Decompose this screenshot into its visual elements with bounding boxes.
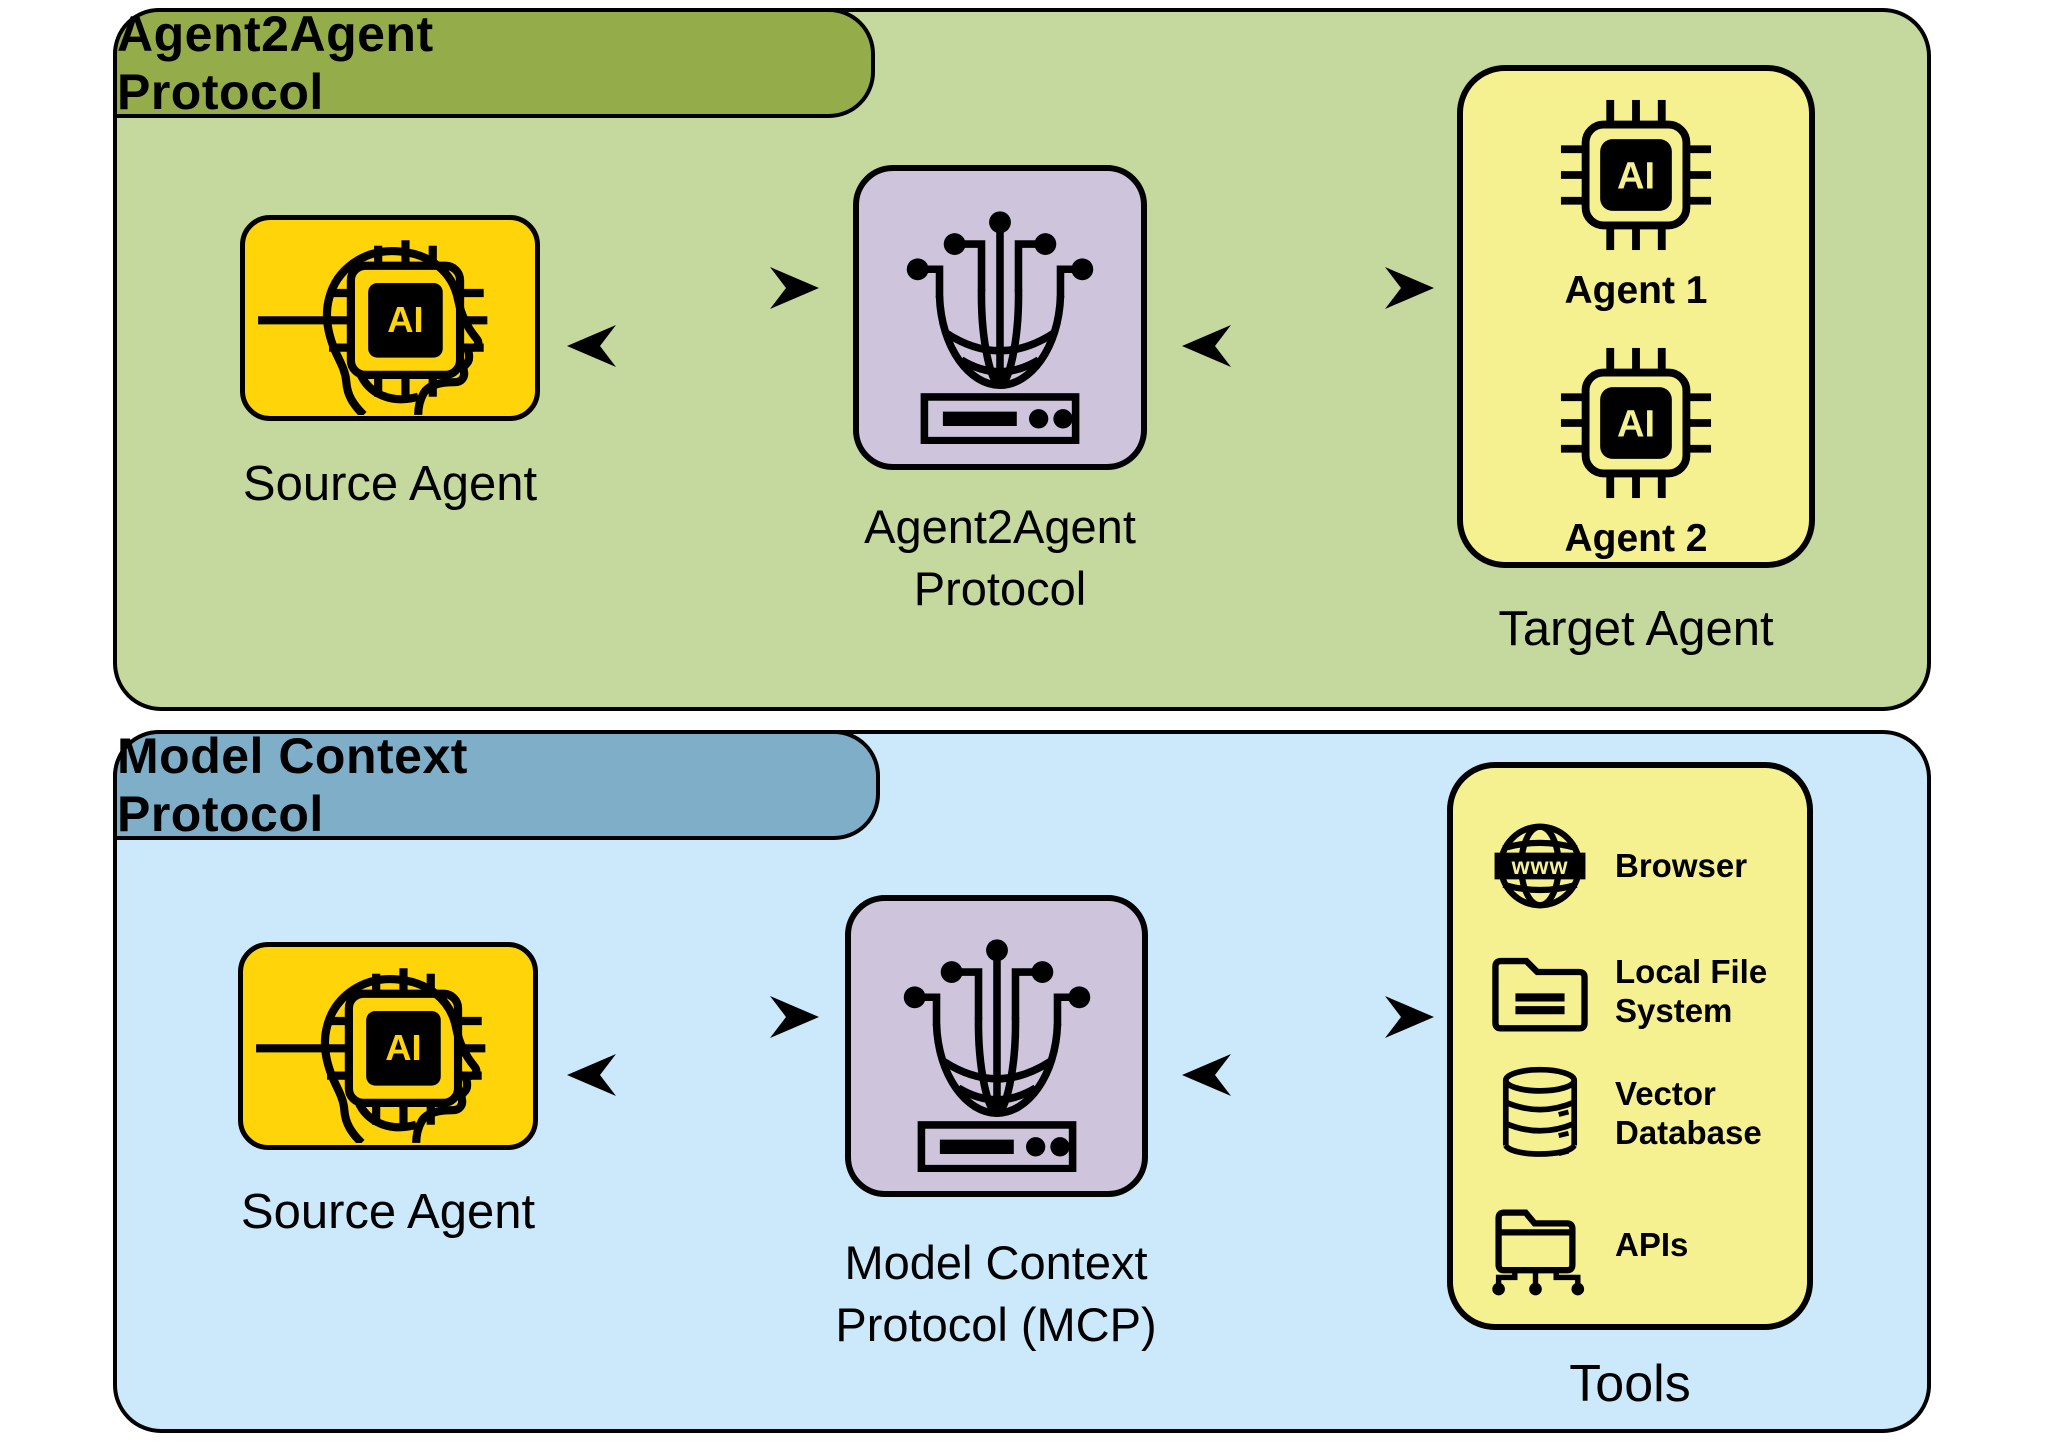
network-hub-icon	[871, 920, 1123, 1172]
bidirectional-arrows-mcp-to-tools	[1182, 996, 1434, 1096]
tool-row-apis: APIs	[1481, 1180, 1791, 1310]
tool-label-local-file-system: Local File System	[1615, 953, 1768, 1029]
bidirectional-arrows-source-to-a2a	[567, 267, 819, 367]
tool-row-browser: www Browser	[1481, 816, 1791, 916]
a2a-tab: Agent2Agent Protocol	[113, 6, 875, 120]
ai-chip-icon: AI	[1552, 91, 1720, 259]
mcp-protocol-box	[845, 895, 1148, 1197]
ai-chip-label: AI	[1617, 155, 1655, 197]
a2a-source-agent-label: Source Agent	[242, 457, 538, 511]
globe-www-icon: www	[1481, 817, 1599, 915]
target-agent-box: AI Agent 1 AI Agent 2	[1457, 65, 1815, 568]
bidirectional-arrows-a2a-to-target	[1182, 267, 1434, 367]
agent-1-label: Agent 1	[1564, 269, 1708, 312]
tool-row-local-file-system: Local File System	[1481, 936, 1791, 1048]
a2a-protocol-label: Agent2Agent Protocol	[810, 496, 1190, 620]
tool-label-browser: Browser	[1615, 846, 1748, 884]
mcp-protocol-label-line2: Protocol (MCP)	[835, 1298, 1157, 1351]
mcp-protocol-label: Model Context Protocol (MCP)	[786, 1232, 1206, 1356]
database-icon	[1481, 1064, 1599, 1165]
a2a-source-agent-box: AI	[240, 215, 540, 421]
tools-label: Tools	[1569, 1355, 1691, 1413]
mcp-tab-title: Model Context Protocol	[117, 728, 468, 842]
mcp-protocol-label-line1: Model Context	[844, 1236, 1148, 1289]
head-chip-icon: AI	[249, 222, 531, 415]
a2a-protocol-box	[853, 165, 1147, 470]
head-chip-icon: AI	[247, 950, 529, 1143]
folder-icon	[1481, 950, 1599, 1034]
bidirectional-arrows-source-to-mcp	[567, 996, 819, 1096]
ai-chip-label: AI	[387, 299, 423, 340]
globe-banner-label: www	[1511, 853, 1569, 879]
ai-chip-label: AI	[1617, 403, 1655, 445]
a2a-protocol-label-line2: Protocol	[913, 562, 1087, 615]
mcp-tab: Model Context Protocol	[113, 728, 880, 842]
mcp-source-agent-label: Source Agent	[240, 1185, 536, 1239]
api-network-icon	[1481, 1191, 1599, 1299]
mcp-source-agent-box: AI	[238, 942, 538, 1150]
agent-2-label: Agent 2	[1564, 517, 1708, 560]
a2a-tab-title: Agent2Agent Protocol	[117, 6, 434, 120]
tool-label-apis: APIs	[1615, 1225, 1689, 1263]
tool-row-vector-database: Vector Database	[1481, 1054, 1791, 1174]
a2a-protocol-label-line1: Agent2Agent	[864, 500, 1136, 553]
ai-chip-icon: AI	[1552, 339, 1720, 507]
tools-box: www Browser Local File System Vector Dat…	[1447, 762, 1813, 1330]
network-hub-icon	[874, 192, 1126, 444]
tool-label-vector-database: Vector Database	[1615, 1075, 1762, 1151]
ai-chip-label: AI	[385, 1027, 421, 1068]
target-agent-label: Target Agent	[1498, 602, 1774, 656]
